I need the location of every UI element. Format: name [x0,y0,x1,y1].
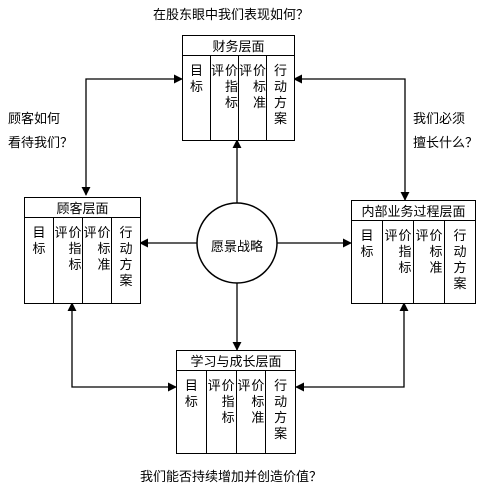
column-text-line: 价指标 [398,229,412,276]
arrow-finance-internal [293,74,410,201]
column-text-line: 评 [210,64,224,79]
finance-col-indicator: 评价指标 [211,56,239,140]
arrow-internal-learning [295,302,409,392]
learning-growth-box-columns: 目标 评价指标 评价标准 行动方案 [177,371,295,453]
column-text-line: 价标准 [251,379,265,426]
finance-box-columns: 目标 评价指标 评价标准 行动方案 [183,56,294,140]
internal-process-box: 内部业务过程层面 目标 评价指标 评价标准 行动方案 [351,200,476,304]
column-text-line: 价指标 [68,226,82,273]
learning-col-indicator: 评价指标 [207,371,237,453]
question-left: 顾客如何 看待我们？ [8,108,73,156]
question-top: 在股东眼中我们表现如何？ [153,8,310,23]
finance-col-action-plan: 行动方案 [267,56,294,140]
question-right-line-1: 我们必须 [413,112,466,127]
question-right: 我们必须 擅长什么？ [413,108,478,156]
finance-col-objective: 目标 [183,56,211,140]
column-text-line: 价标准 [253,64,267,111]
internal-process-box-columns: 目标 评价指标 评价标准 行动方案 [352,221,475,303]
column-text-line: 目标 [184,379,198,410]
column-text-line: 行动方案 [119,226,133,289]
column-text-line: 目标 [32,226,46,257]
finance-col-standard: 评价标准 [239,56,268,140]
internal-process-box-title: 内部业务过程层面 [352,201,475,221]
internal-col-objective: 目标 [352,221,383,303]
column-text-line: 目标 [189,64,203,95]
arrow-customer-learning [67,302,177,392]
vision-strategy-label: 愿景战略 [210,240,263,255]
column-text-line: 价标准 [97,226,111,273]
learning-col-action-plan: 行动方案 [266,371,295,453]
learning-growth-box-title: 学习与成长层面 [177,351,295,371]
question-bottom: 我们能否持续增加并创造价值？ [140,470,323,485]
column-text-line: 评 [237,379,251,394]
learning-growth-box: 学习与成长层面 目标 评价指标 评价标准 行动方案 [176,350,296,454]
customer-box-title: 顾客层面 [25,198,140,218]
finance-box: 财务层面 目标 评价指标 评价标准 行动方案 [182,35,295,141]
column-text-line: 价标准 [429,229,443,276]
arrow-finance-customer [81,74,183,196]
internal-col-indicator: 评价指标 [383,221,414,303]
column-text-line: 评 [54,226,68,241]
column-text-line: 评 [83,226,97,241]
column-text-line: 价指标 [224,64,238,111]
customer-col-standard: 评价标准 [83,218,112,303]
question-right-line-2: 擅长什么？ [413,136,479,151]
learning-col-objective: 目标 [177,371,207,453]
column-text-line: 评 [384,229,398,244]
learning-col-standard: 评价标准 [237,371,267,453]
internal-col-action-plan: 行动方案 [445,221,475,303]
column-text-line: 评 [207,379,221,394]
column-text-line: 价指标 [221,379,235,426]
customer-col-action-plan: 行动方案 [112,218,140,303]
column-text-line: 评 [415,229,429,244]
question-left-line-2: 看待我们？ [8,136,74,151]
column-text-line: 行动方案 [274,64,288,127]
customer-col-objective: 目标 [25,218,54,303]
column-text-line: 行动方案 [453,229,467,292]
customer-col-indicator: 评价指标 [54,218,83,303]
internal-col-standard: 评价标准 [414,221,445,303]
question-left-line-1: 顾客如何 [8,112,61,127]
column-text-line: 行动方案 [274,379,288,442]
column-text-line: 评 [239,64,253,79]
customer-box-columns: 目标 评价指标 评价标准 行动方案 [25,218,140,303]
customer-box: 顾客层面 目标 评价指标 评价标准 行动方案 [24,197,141,304]
column-text-line: 目标 [360,229,374,260]
finance-box-title: 财务层面 [183,36,294,56]
